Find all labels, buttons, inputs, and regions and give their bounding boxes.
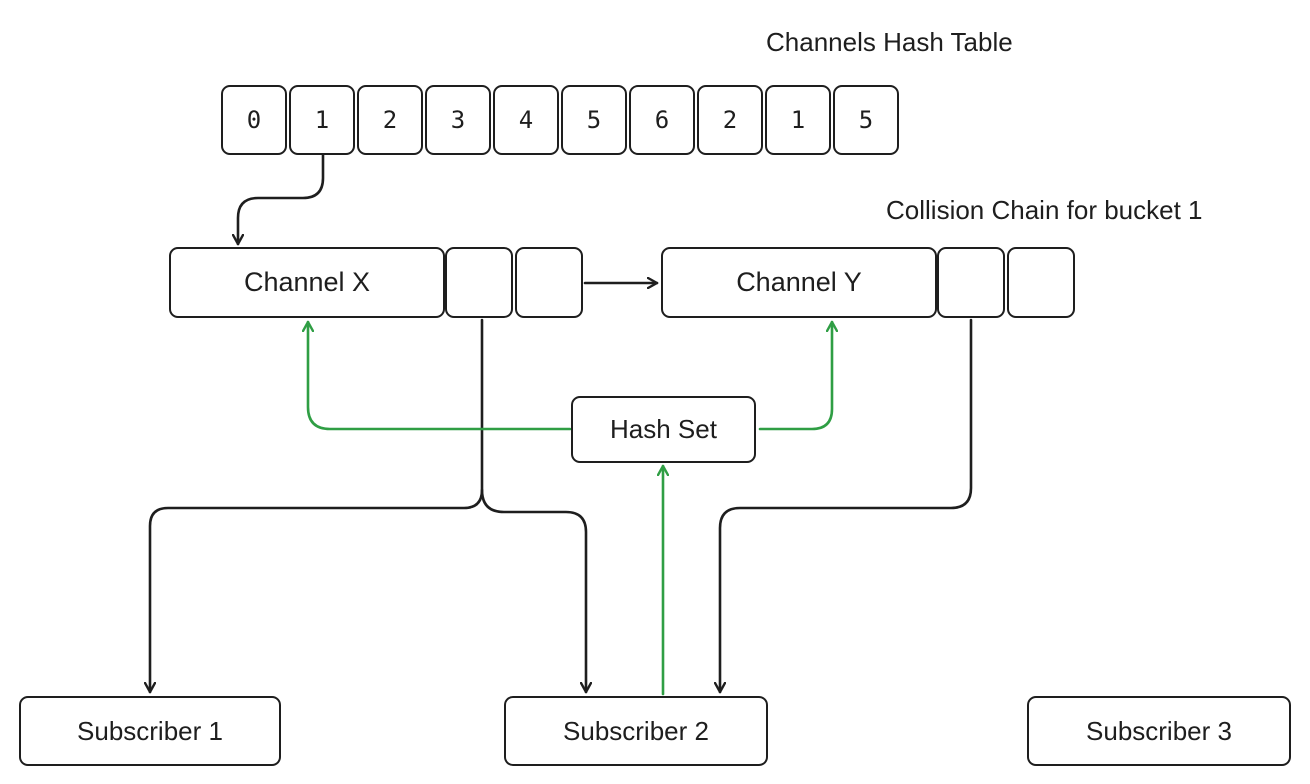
channel-y-next-slot <box>1007 247 1075 318</box>
channel-x-subscribers-slot <box>445 247 513 318</box>
hash-bucket-1: 1 <box>289 85 355 155</box>
hash-bucket-3: 3 <box>425 85 491 155</box>
arrow-hash-set-to-channel-x <box>308 320 572 431</box>
channel-x-next-slot <box>515 247 583 318</box>
arrow-channel-x-to-subscriber-1 <box>150 318 484 694</box>
hash-bucket-7: 2 <box>697 85 763 155</box>
channel-x-node: Channel X <box>169 247 445 318</box>
arrow-channel-x-to-subscriber-2 <box>480 488 586 694</box>
arrow-hash-set-to-channel-y <box>758 320 832 431</box>
hash-bucket-4: 4 <box>493 85 559 155</box>
hash-bucket-9: 5 <box>833 85 899 155</box>
hash-bucket-5: 5 <box>561 85 627 155</box>
hash-bucket-6: 6 <box>629 85 695 155</box>
arrow-channel-y-to-subscriber-2 <box>720 318 973 694</box>
hash-bucket-0: 0 <box>221 85 287 155</box>
hash-table-title: Channels Hash Table <box>766 27 1013 57</box>
subscriber-3-box: Subscriber 3 <box>1027 696 1291 766</box>
subscriber-1-box: Subscriber 1 <box>19 696 281 766</box>
arrow-bucket1-to-channel-x <box>238 153 325 246</box>
hash-set-box: Hash Set <box>571 396 756 463</box>
collision-chain-title: Collision Chain for bucket 1 <box>886 195 1203 225</box>
channel-y-subscribers-slot <box>937 247 1005 318</box>
channel-y-node: Channel Y <box>661 247 937 318</box>
subscriber-2-box: Subscriber 2 <box>504 696 768 766</box>
hash-bucket-2: 2 <box>357 85 423 155</box>
hash-bucket-8: 1 <box>765 85 831 155</box>
